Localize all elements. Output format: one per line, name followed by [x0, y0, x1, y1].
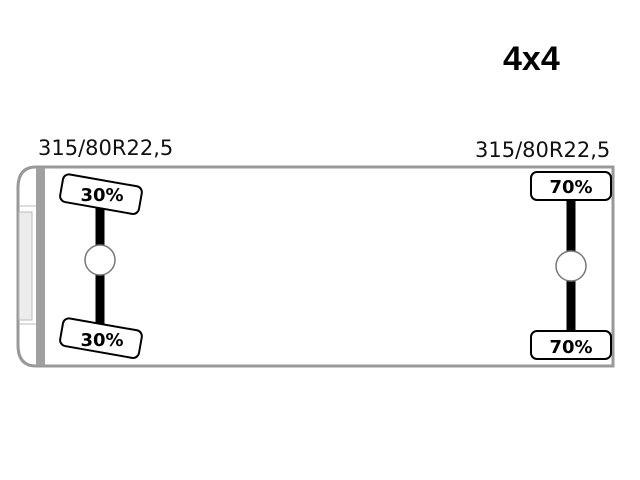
rear-tire-size: 315/80R22,5: [475, 138, 611, 162]
front-differential: [84, 244, 116, 276]
chassis-outline: [16, 165, 615, 368]
drive-type-label: 4x4: [503, 40, 560, 78]
front-bottom-load: 30%: [80, 330, 123, 351]
cab-panel: [18, 211, 33, 321]
rear-top-load: 70%: [549, 177, 592, 198]
cab-bar: [36, 168, 45, 365]
front-top-tire: [59, 173, 143, 215]
front-tire-size: 315/80R22,5: [38, 136, 174, 160]
rear-top-tire: [530, 171, 612, 201]
rear-bottom-tire: [530, 330, 612, 360]
rear-bottom-load: 70%: [549, 337, 592, 358]
front-top-load: 30%: [80, 185, 123, 206]
front-bottom-tire: [59, 317, 143, 359]
rear-differential: [555, 250, 587, 282]
